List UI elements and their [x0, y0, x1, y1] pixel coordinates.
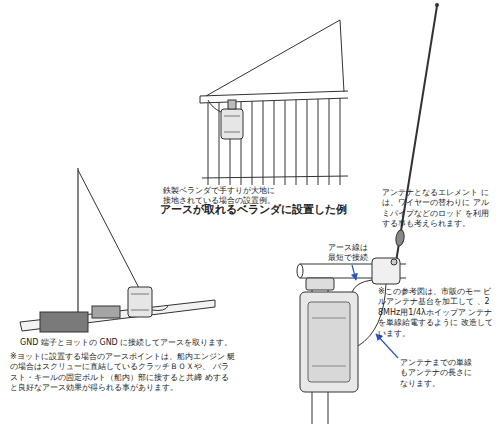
hand-rail: [200, 91, 348, 96]
railing-bar: [318, 99, 319, 185]
loading-coil: [395, 229, 405, 246]
bottom-rail: [202, 176, 348, 178]
tuner-box: [221, 109, 243, 139]
railing-bar: [307, 99, 308, 185]
note-text: ※この参考図は、市販のモー ビルアンテナ基台を加工して 、28MHz用1/4λホ…: [378, 287, 493, 339]
railing-bar: [263, 101, 264, 185]
figure-heading: アースが取れるベランダに設置した例: [160, 203, 365, 217]
tuner-box: [128, 287, 152, 317]
callout-label: アース線は 最短で接続: [328, 243, 372, 264]
railing-bar: [208, 103, 209, 185]
tuner-box: [300, 292, 358, 392]
railing-bar: [252, 101, 253, 185]
ground-wire: [152, 306, 168, 311]
feed-wire: [208, 100, 221, 112]
note-text: GND 端子とヨットの GND に接続してアースを取ります。: [20, 338, 250, 348]
tuner-panel: [308, 302, 350, 382]
tuner-clamp: [228, 100, 236, 109]
cabin-block: [40, 312, 88, 332]
antenna-wire: [78, 170, 140, 290]
balcony-figure: [200, 20, 348, 185]
leader-arrow: [352, 265, 356, 280]
note-text: アンテナとなるエレメント には、ワイヤーの替わりに アルミパイプなどのロッド を…: [382, 188, 496, 230]
pipe-end: [297, 264, 303, 278]
antenna-wire: [206, 20, 340, 96]
railing-bar: [296, 100, 297, 185]
rail-end: [200, 96, 201, 103]
tuner-rib: [131, 294, 149, 295]
railing-bars: [208, 98, 340, 185]
hull-deck: [20, 300, 215, 331]
railing-bar: [340, 98, 341, 185]
earth-wire: [352, 280, 372, 292]
note-text: ※ヨットに設置する場合のアースポイントは、船内エンジン 艇の場合はスクリューに直…: [10, 352, 236, 394]
cabin-block: [92, 306, 120, 318]
pole-clamp: [306, 278, 334, 290]
mast: [77, 168, 78, 318]
tuner-rib: [312, 366, 346, 367]
support-wire: [340, 20, 344, 92]
railing-bar: [274, 101, 275, 186]
mount-clamp: [372, 258, 400, 284]
tuner-rib: [312, 318, 346, 319]
tuner-rib: [224, 116, 240, 117]
tuner-rib: [131, 310, 149, 311]
mount-base: [391, 259, 397, 265]
railing-bar: [285, 100, 286, 185]
tuner-rib: [224, 132, 240, 133]
railing-bar: [219, 102, 220, 185]
callout-label: アンテナまでの単線 もアンテナの長さに なります。: [400, 358, 482, 389]
railing-bar: [329, 99, 330, 185]
whip-tip: [435, 3, 439, 7]
hand-rail: [200, 98, 348, 103]
leader-arrow: [376, 334, 398, 358]
